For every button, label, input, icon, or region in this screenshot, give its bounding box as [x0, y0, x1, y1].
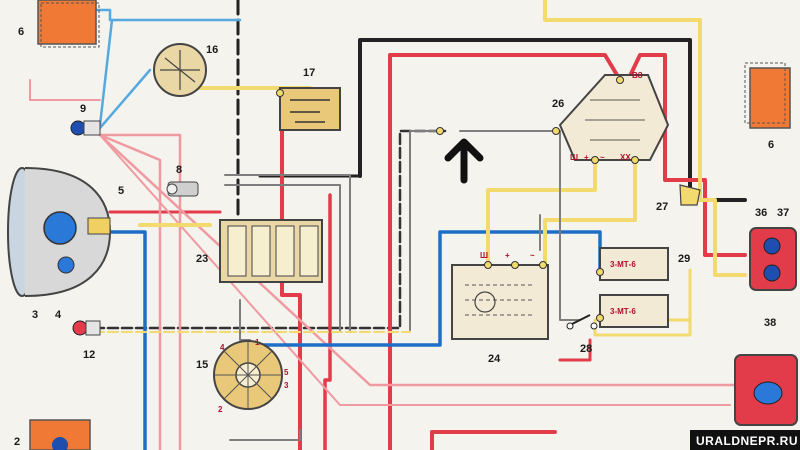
wire-blue-a: [98, 230, 147, 450]
switch-mark-4: 4: [220, 343, 225, 352]
label-6a: 6: [18, 26, 24, 38]
wire-pink-b: [98, 133, 182, 450]
wire-yellow-27: [688, 198, 747, 277]
fuse-box-23: [219, 219, 323, 283]
wire-pink-e: [29, 79, 101, 101]
label-29: 29: [678, 253, 690, 265]
wire-red-bottom: [430, 430, 557, 450]
wire-gray-d: [224, 184, 341, 331]
switch-mark-3: 3: [284, 381, 289, 390]
bulb-12: [72, 320, 101, 336]
generator-24: [451, 264, 549, 340]
switch-mark-5: 5: [284, 368, 289, 377]
label-12: 12: [83, 349, 95, 361]
label-27: 27: [656, 201, 668, 213]
watermark: URALDNEPR.RU: [690, 430, 800, 450]
wire-red-fuse-b: [323, 193, 332, 450]
rear-lamp-left: [37, 0, 100, 48]
label-8: 8: [176, 164, 182, 176]
label-36: 36: [755, 207, 767, 219]
label-17: 17: [303, 67, 315, 79]
wire-lightblue-c: [98, 68, 152, 130]
wire-pink-a: [98, 133, 162, 450]
wire-gray-a: [409, 130, 441, 331]
label-5: 5: [118, 185, 124, 197]
terminal-labels: ВЗ Ш + ~ ХХ Ш + ~: [480, 71, 643, 260]
terminal-plus-top: +: [584, 153, 589, 162]
headlamp: [7, 167, 112, 297]
label-16: 16: [206, 44, 218, 56]
switch-mark-1: 1: [255, 338, 260, 347]
wire-red-batt: [558, 338, 592, 362]
terminal-sh-gen: Ш: [480, 251, 488, 260]
bulb-9: [70, 120, 101, 136]
terminal-plus-gen: +: [505, 251, 510, 260]
battery-29: [599, 247, 669, 328]
connector-27: [679, 184, 701, 206]
lamp-bottom-right: [734, 354, 798, 426]
label-38: 38: [764, 317, 776, 329]
wire-yellow-top: [543, 0, 702, 202]
wire-yellow-reg: [543, 158, 637, 264]
label-37: 37: [777, 207, 789, 219]
wires: [29, 0, 752, 450]
switch-16: [153, 43, 207, 97]
arrow-annotation: [444, 138, 484, 184]
label-28: 28: [580, 343, 592, 355]
label-9: 9: [80, 103, 86, 115]
label-23: 23: [196, 253, 208, 265]
component-labels: 6 6 16 17 9 8 5 23 3 4 12 15 2 24 26 27 …: [14, 26, 789, 448]
switch-marks: 1 2 3 4 5: [218, 338, 289, 414]
terminal-tilde-gen: ~: [530, 251, 535, 260]
label-3: 3: [32, 309, 38, 321]
regulator-26: [558, 74, 670, 161]
terminal-sh-top: Ш: [570, 153, 578, 162]
battery-labels: 3-МТ-6 3-МТ-6: [610, 260, 636, 316]
switch-mark-2: 2: [218, 405, 223, 414]
terminal-tilde-top: ~: [600, 153, 605, 162]
wire-pink-c: [98, 133, 752, 387]
wire-lightblue-b: [98, 18, 114, 127]
label-2: 2: [14, 436, 20, 448]
switch-28: [566, 314, 598, 330]
watermark-text: URALDNEPR.RU: [696, 434, 798, 448]
rear-lamp-right: [744, 62, 791, 129]
label-4: 4: [55, 309, 62, 321]
wire-gray-f: [229, 429, 301, 441]
wire-gray-b: [459, 130, 581, 321]
label-26: 26: [552, 98, 564, 110]
wire-gray-c: [224, 174, 351, 331]
bulb-8: [166, 181, 199, 197]
terminal-vz: ВЗ: [632, 71, 643, 80]
battery-label-top: 3-МТ-6: [610, 260, 636, 269]
label-24: 24: [488, 353, 501, 365]
switch-15: [213, 340, 283, 410]
wire-gray-e: [239, 299, 251, 341]
taillight-36-38: [749, 227, 797, 291]
wire-red-main: [388, 53, 622, 450]
label-6b: 6: [768, 139, 774, 151]
wire-red-top: [626, 53, 747, 257]
wire-black-main: [358, 38, 747, 202]
label-15: 15: [196, 359, 208, 371]
wire-red-fuse: [280, 118, 302, 450]
wire-yellow-gen: [486, 158, 597, 267]
terminal-hh-top: ХХ: [620, 153, 631, 162]
terminals-dots: [276, 76, 639, 322]
battery-label-bottom: 3-МТ-6: [610, 307, 636, 316]
relay-17: [279, 87, 341, 131]
lamp-2: [29, 419, 91, 450]
